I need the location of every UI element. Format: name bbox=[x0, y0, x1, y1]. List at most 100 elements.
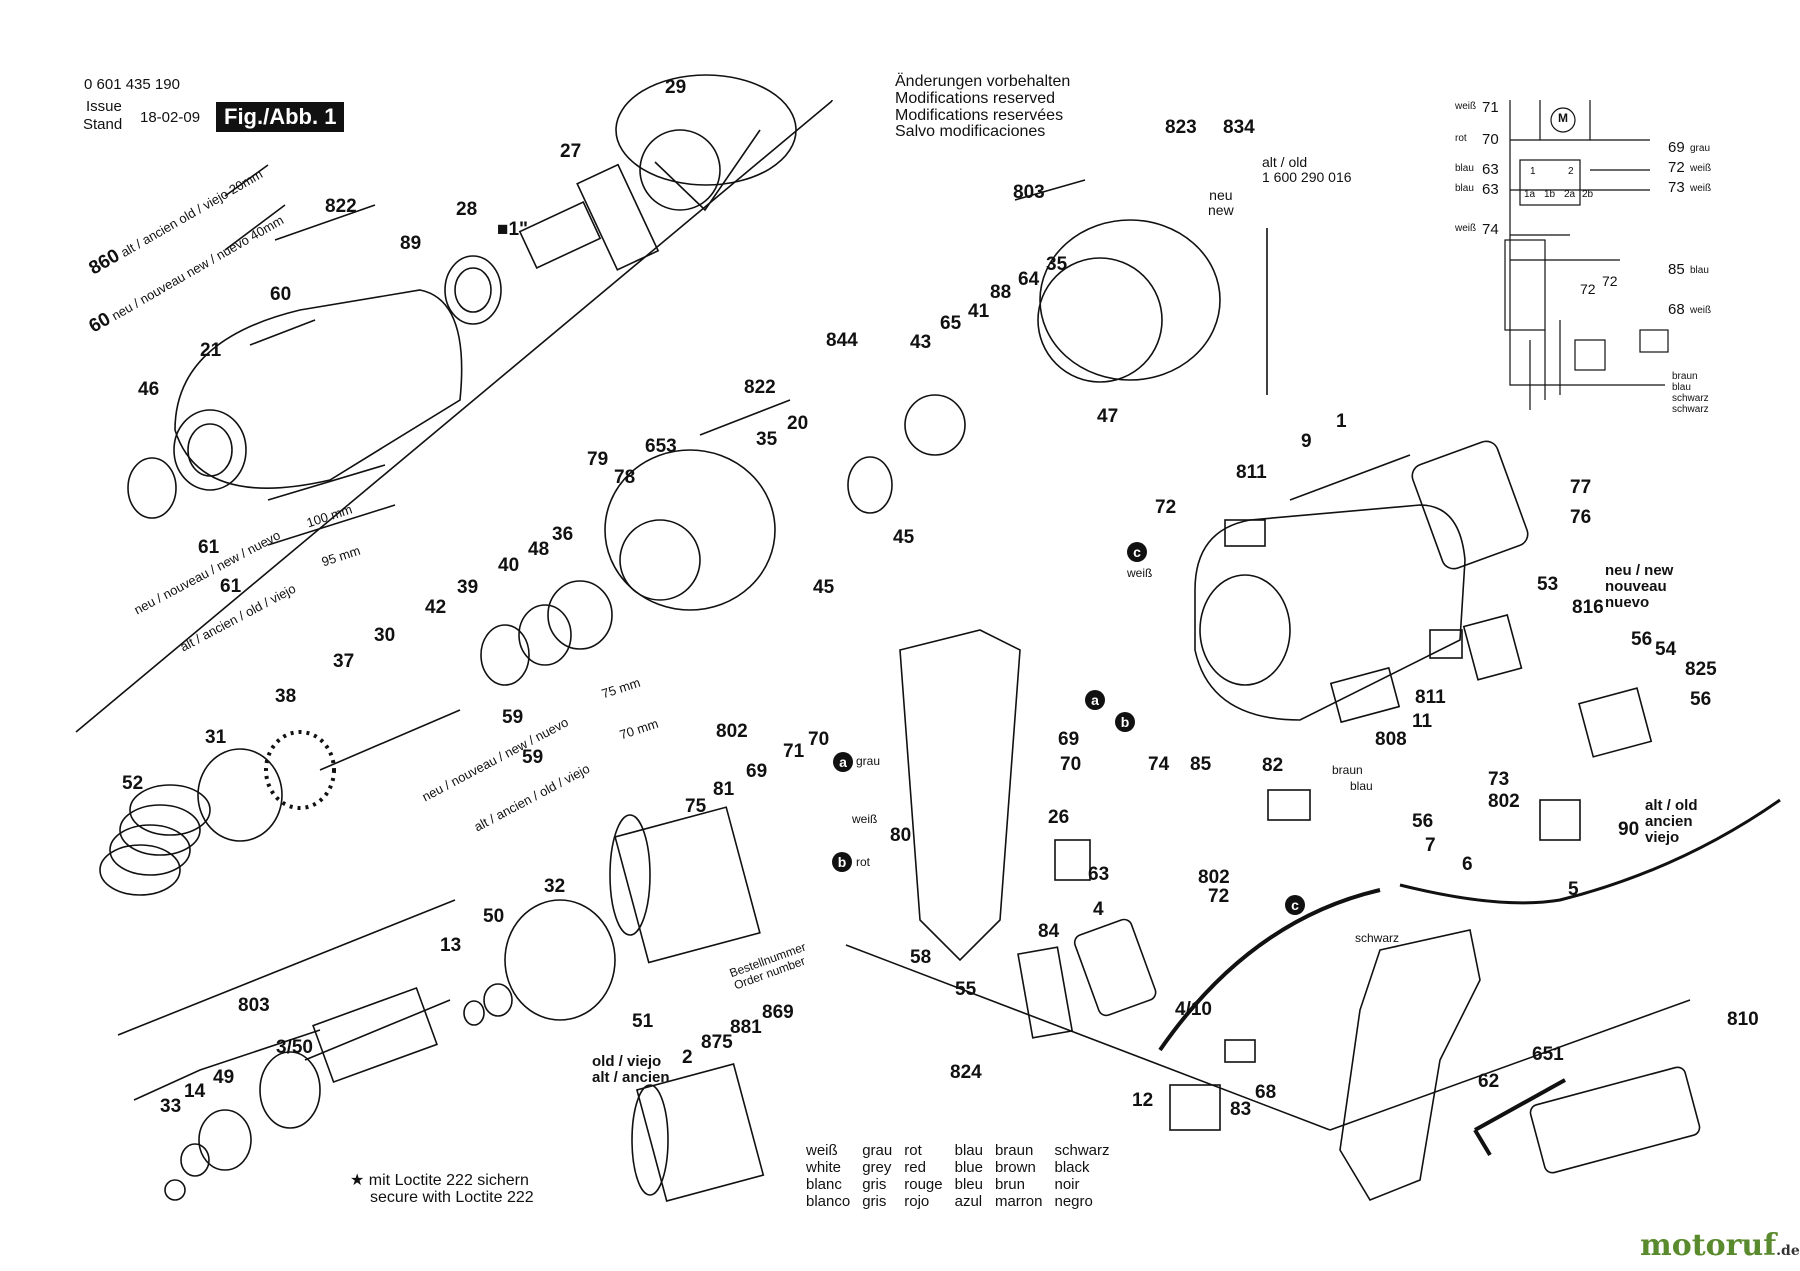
legend-word: rojo bbox=[904, 1193, 930, 1210]
part-callout-63: 63 bbox=[1088, 864, 1110, 885]
part-callout-60: 60 bbox=[270, 284, 292, 305]
part-callout-47: 47 bbox=[1097, 406, 1119, 427]
old-2-line: alt / ancien bbox=[592, 1068, 670, 1086]
part-callout-43: 43 bbox=[910, 332, 932, 353]
schematic-bottom-label: schwarz bbox=[1672, 404, 1709, 415]
part-callout-45: 45 bbox=[893, 527, 915, 548]
gear-carrier-653 bbox=[604, 449, 776, 611]
leader-822b bbox=[699, 399, 791, 436]
part-callout-651: 651 bbox=[1532, 1044, 1564, 1065]
part-callout-808: 808 bbox=[1375, 729, 1407, 750]
bearing-14 bbox=[180, 1143, 210, 1177]
leader-803b bbox=[133, 1029, 321, 1101]
part-callout-50: 50 bbox=[483, 906, 505, 927]
part-callout-52: 52 bbox=[122, 773, 144, 794]
legend-word: noir bbox=[1054, 1176, 1080, 1193]
frame-line-mid bbox=[117, 899, 456, 1036]
part-callout-58: 58 bbox=[910, 947, 932, 968]
bearing-13 bbox=[463, 1000, 485, 1026]
part-callout-49: 49 bbox=[213, 1067, 235, 1088]
loctite-line: ★ mit Loctite 222 sichern bbox=[350, 1172, 529, 1189]
part-callout-77: 77 bbox=[1570, 477, 1592, 498]
neu-816-line: nouveau bbox=[1605, 577, 1667, 595]
legend-word: grey bbox=[862, 1159, 892, 1176]
schematic-bottom-label: braun bbox=[1672, 371, 1698, 382]
part-callout-81: 81 bbox=[713, 779, 735, 800]
part-callout-33: 33 bbox=[160, 1096, 182, 1117]
wire-schwarz: schwarz bbox=[1355, 931, 1400, 945]
leader-803 bbox=[1014, 179, 1086, 201]
part-callout-48: 48 bbox=[528, 539, 550, 560]
legend-word: grau bbox=[862, 1142, 893, 1159]
part-callout-84: 84 bbox=[1038, 921, 1060, 942]
connector-c-icon: c bbox=[1127, 542, 1147, 562]
wire-weiss: weiß bbox=[852, 812, 878, 826]
part-callout-69: 69 bbox=[746, 761, 768, 782]
neu-new-label: neu new bbox=[1208, 188, 1234, 217]
legend-word: gris bbox=[862, 1176, 887, 1193]
schematic-switch-label: 2 bbox=[1568, 166, 1574, 177]
part-callout-74: 74 bbox=[1148, 754, 1170, 775]
part-callout-65: 65 bbox=[940, 313, 962, 334]
part-callout-1: 1 bbox=[1336, 411, 1347, 432]
brand-watermark: motoruf.de bbox=[1640, 1228, 1800, 1263]
front-housing-21 bbox=[173, 289, 463, 491]
switch-4 bbox=[1073, 918, 1157, 1017]
part-callout-823: 823 bbox=[1165, 117, 1197, 138]
schematic-switch-label: 1 bbox=[1530, 166, 1536, 177]
legend-word: schwarz bbox=[1054, 1142, 1110, 1159]
part-callout-2: 2 bbox=[682, 1047, 693, 1068]
legend-word: blue bbox=[954, 1159, 983, 1176]
part-callout-56: 56 bbox=[1690, 689, 1712, 710]
schematic-right-num: 73 bbox=[1668, 179, 1685, 196]
part-callout-5: 5 bbox=[1568, 879, 1579, 900]
part-callout-834: 834 bbox=[1223, 117, 1255, 138]
wire-rot: rot bbox=[856, 855, 871, 869]
brush-811b bbox=[1429, 629, 1463, 659]
strip-9 bbox=[1289, 454, 1411, 501]
part-callout-29: 29 bbox=[665, 77, 687, 98]
part-callout-72: 72 bbox=[1155, 497, 1177, 518]
note-line: Modifications reservées bbox=[895, 106, 1064, 124]
part-callout-30: 30 bbox=[374, 625, 396, 646]
part-callout-881: 881 bbox=[730, 1017, 762, 1038]
part-callout-6: 6 bbox=[1462, 854, 1473, 875]
note-line: Modifications reserved bbox=[895, 89, 1056, 107]
legend-word: rouge bbox=[904, 1176, 943, 1193]
part-callout-76: 76 bbox=[1570, 507, 1592, 528]
part-callout-824: 824 bbox=[950, 1062, 982, 1083]
neu-line: new bbox=[1208, 201, 1234, 218]
wire-braun: braun bbox=[1332, 763, 1363, 777]
schematic-row-num: 63 bbox=[1482, 161, 1499, 178]
part-callout-59: 59 bbox=[502, 707, 524, 728]
part-callout-80: 80 bbox=[890, 825, 912, 846]
schematic-switch-label: 1a bbox=[1524, 189, 1536, 200]
part-callout-803: 803 bbox=[238, 995, 270, 1016]
motor-housing-1 bbox=[1194, 504, 1466, 721]
part-callout-825: 825 bbox=[1685, 659, 1717, 680]
schematic-right-color: blau bbox=[1690, 265, 1709, 276]
schematic-row-color: weiß bbox=[1455, 223, 1477, 234]
schematic-row-num: 71 bbox=[1482, 99, 1499, 116]
part-callout-822: 822 bbox=[325, 196, 357, 217]
part-callout-90: 90 bbox=[1618, 819, 1640, 840]
frame-line-bottom bbox=[845, 944, 1331, 1131]
ring-48 bbox=[518, 604, 572, 666]
part-callout-802: 802 bbox=[1488, 791, 1520, 812]
connector-b-icon: b bbox=[832, 852, 852, 872]
note-line: Änderungen vorbehalten bbox=[895, 73, 1071, 90]
alt-old-line: 1 600 290 016 bbox=[1262, 168, 1352, 185]
part-callout-20: 20 bbox=[787, 413, 809, 434]
schematic-row-num: 63 bbox=[1482, 181, 1499, 198]
schematic-row-color: blau bbox=[1455, 183, 1474, 194]
schematic-right-color: weiß bbox=[1690, 163, 1712, 174]
screw-60-main bbox=[249, 319, 316, 346]
modification-note: Änderungen vorbehalten Modifications res… bbox=[895, 73, 1071, 141]
part-callout-31: 31 bbox=[205, 727, 227, 748]
spring-52 bbox=[99, 784, 211, 896]
part-callout-42: 42 bbox=[425, 597, 447, 618]
wire-blau: blau bbox=[1350, 779, 1373, 793]
part-callout-811: 811 bbox=[1415, 687, 1446, 708]
spindle-30 bbox=[319, 709, 461, 771]
